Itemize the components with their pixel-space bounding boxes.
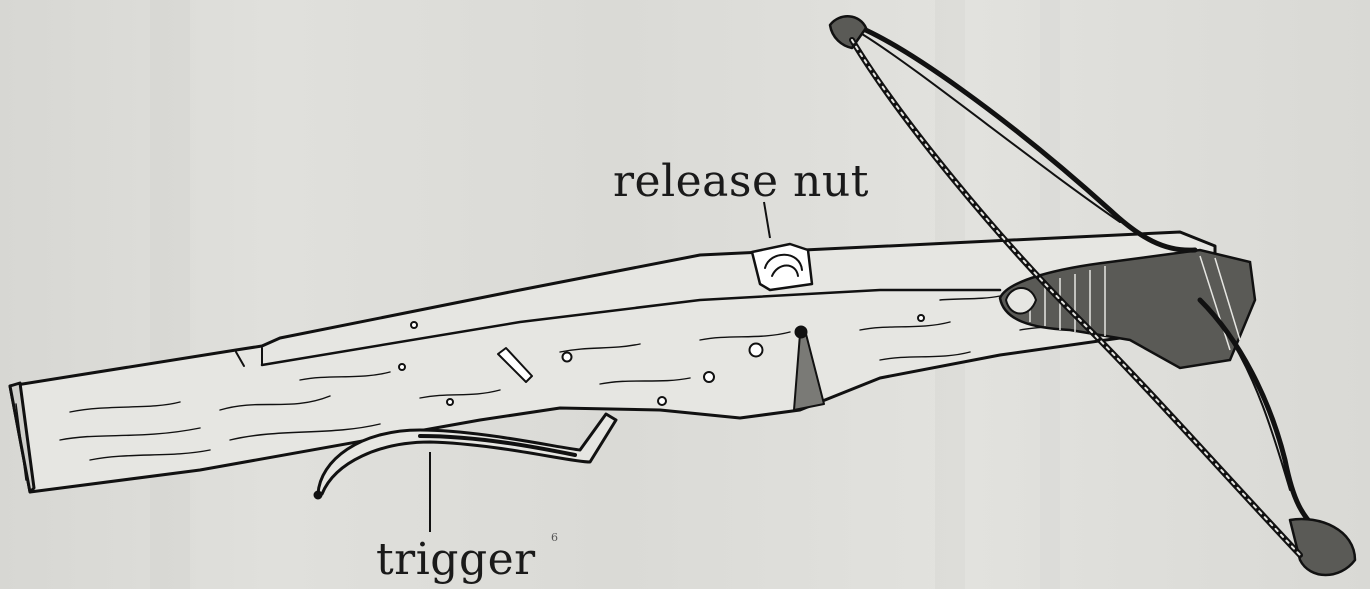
- trigger-label: trigger: [376, 534, 536, 585]
- release-nut-label: release nut: [613, 156, 869, 207]
- release-nut-leader: [764, 202, 770, 238]
- page-mark: 6: [551, 531, 559, 544]
